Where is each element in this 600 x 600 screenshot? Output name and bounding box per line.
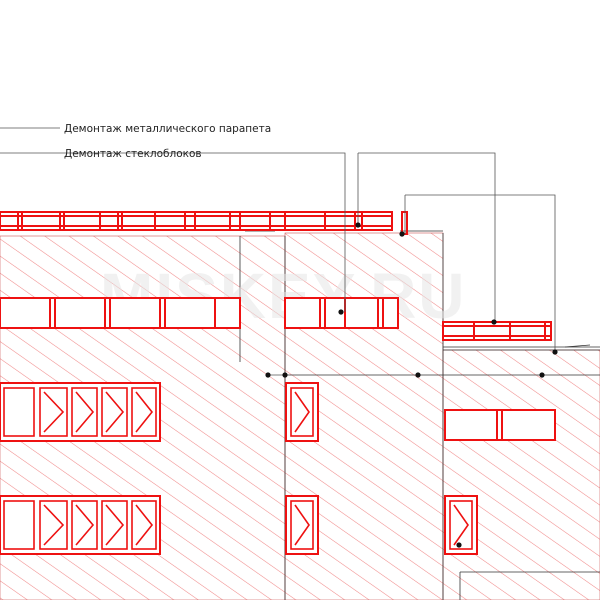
label-glassblock-removal: Демонтаж стеклоблоков xyxy=(64,148,202,160)
label-parapet-removal: Демонтаж металлического парапета xyxy=(64,123,271,135)
metal-parapet-lower xyxy=(442,321,552,341)
glass-block-strip-middle xyxy=(284,297,399,329)
window-bank-lower xyxy=(0,495,161,555)
metal-parapet-upper xyxy=(0,211,408,235)
glass-block-strip-left xyxy=(0,297,241,329)
window-middle-lower xyxy=(285,495,319,555)
leader-lines xyxy=(0,127,556,376)
window-bank-upper xyxy=(0,382,161,442)
glass-block-strip-right xyxy=(444,409,556,441)
callout-dots xyxy=(265,222,558,548)
window-middle-upper xyxy=(285,382,319,442)
